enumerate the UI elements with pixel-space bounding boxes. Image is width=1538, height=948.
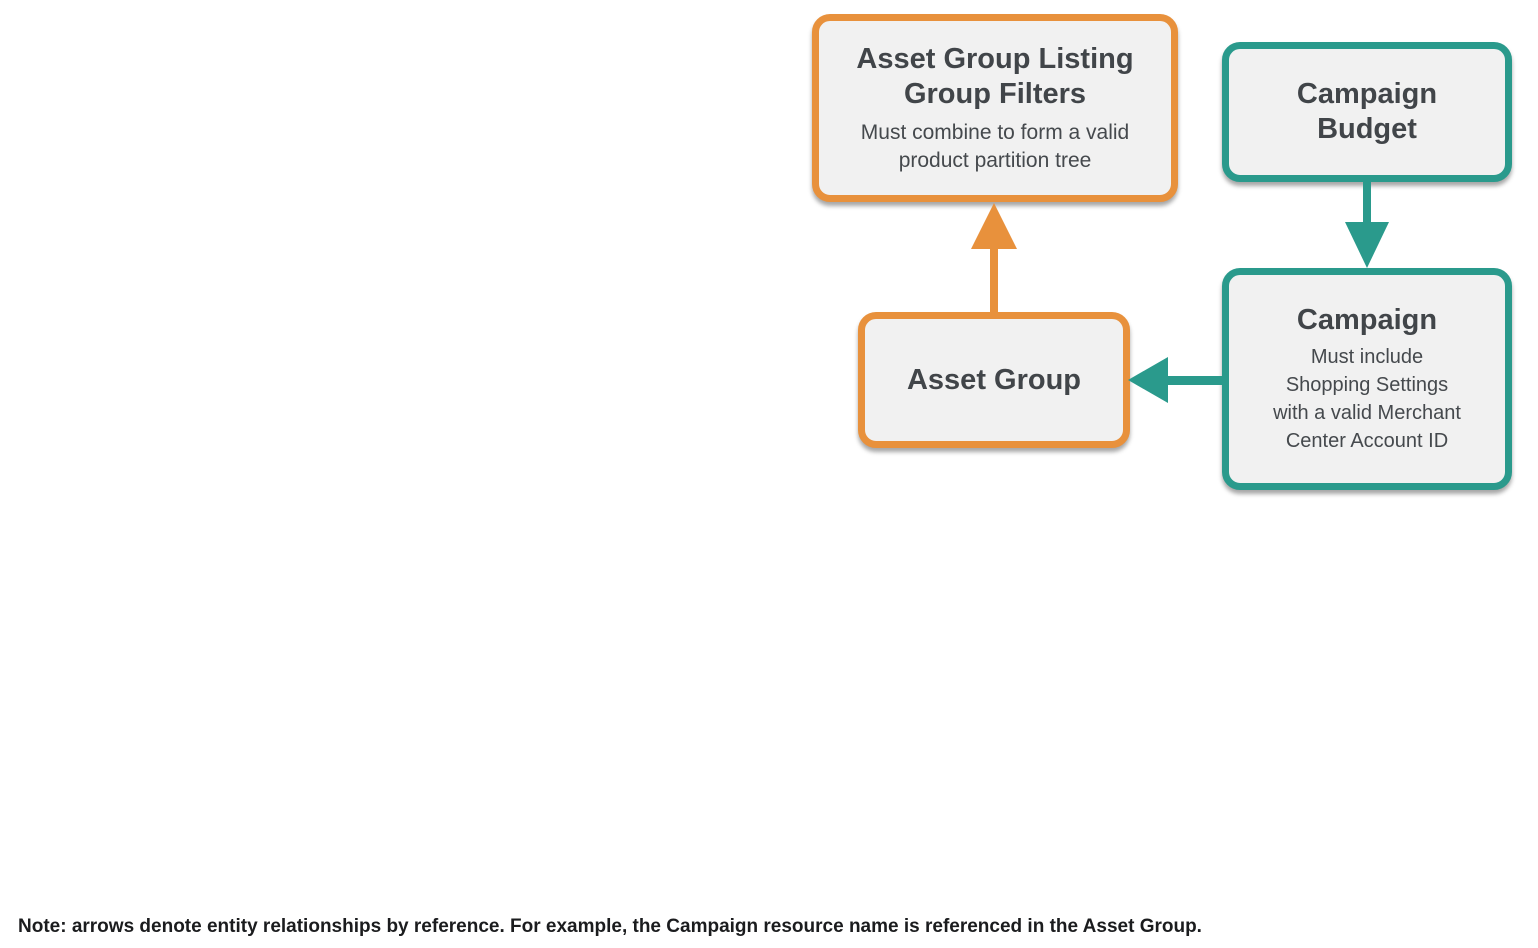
node-title-campaign: Campaign — [1296, 304, 1438, 336]
node-campaign-budget: Campaign Budget — [1222, 42, 1512, 182]
node-subtitle-campaign: Must include Shopping Settings with a va… — [1273, 346, 1461, 452]
node-title-campaign-budget: Campaign Budget — [1296, 78, 1438, 145]
node-campaign: Campaign Must include Shopping Settings … — [1222, 268, 1512, 490]
arrow-line — [1363, 180, 1371, 228]
node-asset-group: Asset Group — [858, 312, 1130, 448]
arrow-line — [1164, 376, 1224, 385]
arrowhead-down-icon — [1345, 222, 1389, 268]
node-title-asset-group-listing-group-filters: Asset Group Listing Group Filters — [856, 42, 1134, 110]
node-subtitle-asset-group-listing-group-filters: Must combine to form a valid product par… — [860, 120, 1130, 172]
node-asset-group-listing-group-filters: Asset Group Listing Group Filters Must c… — [812, 14, 1178, 202]
arrowhead-up-icon — [971, 203, 1017, 249]
arrow-line — [990, 242, 998, 313]
node-title-asset-group: Asset Group — [906, 363, 1082, 396]
footnote: Note: arrows denote entity relationships… — [18, 916, 1202, 937]
arrowhead-left-icon — [1128, 357, 1168, 403]
